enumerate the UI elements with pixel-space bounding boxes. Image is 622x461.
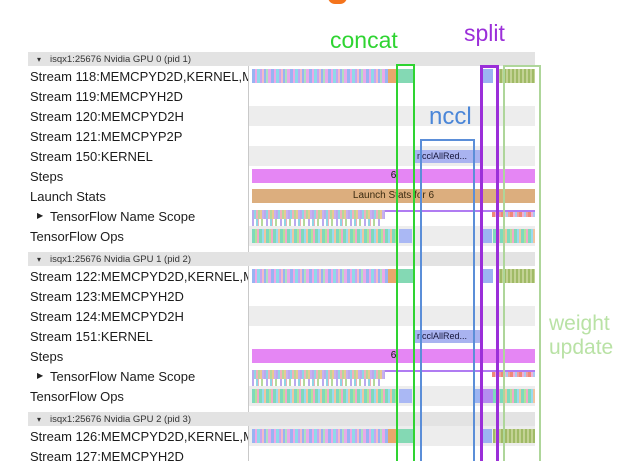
timeline-track bbox=[249, 86, 535, 106]
weight-update-annotation-line1: weight bbox=[549, 312, 610, 335]
concat-op-bar[interactable] bbox=[398, 269, 414, 283]
row-label: Stream 126:MEMCPYD2D,KERNEL,MI bbox=[30, 429, 248, 444]
weight-update-annotation-line2: update bbox=[549, 336, 614, 359]
process-group-title: isqx1:25676 Nvidia GPU 0 (pid 1) bbox=[50, 54, 191, 65]
name-scope-flame-bars[interactable] bbox=[492, 212, 535, 217]
row-label: TensorFlow Name Scope bbox=[50, 209, 196, 224]
steps-event-bar[interactable]: 6 bbox=[252, 169, 535, 183]
weight-update-bar[interactable] bbox=[496, 269, 535, 283]
row-label: Launch Stats bbox=[30, 189, 106, 204]
weight-update-annotation-label: weight update bbox=[549, 312, 613, 360]
table-row: TensorFlow Ops bbox=[0, 386, 622, 406]
memcpy-bar[interactable] bbox=[388, 69, 398, 83]
nccl-allreduce-event-bar[interactable]: ncclAllRed... bbox=[413, 330, 481, 343]
row-label: Stream 124:MEMCPYD2H bbox=[30, 309, 184, 324]
triangle-collapsed-icon[interactable]: ▶ bbox=[37, 211, 44, 220]
table-row: Stream 150:KERNEL ncclAllRed... bbox=[0, 146, 622, 166]
timeline-track bbox=[249, 446, 535, 461]
table-row: Stream 151:KERNEL ncclAllRed... bbox=[0, 326, 622, 346]
steps-event-bar[interactable]: 6 bbox=[252, 349, 535, 363]
triangle-expanded-icon[interactable]: ▾ bbox=[37, 55, 42, 64]
tf-ops-bar[interactable] bbox=[481, 229, 492, 243]
name-scope-flame-bars[interactable] bbox=[252, 379, 382, 386]
tf-ops-bar[interactable] bbox=[473, 389, 482, 403]
process-group-header-gpu1[interactable]: ▾ isqx1:25676 Nvidia GPU 1 (pid 2) bbox=[28, 252, 535, 266]
row-label: Stream 151:KERNEL bbox=[30, 329, 153, 344]
split-op-bar[interactable] bbox=[481, 429, 492, 443]
table-row: Stream 122:MEMCPYD2D,KERNEL,MI bbox=[0, 266, 622, 286]
timeline-track bbox=[249, 306, 535, 326]
row-label: Stream 123:MEMCPYH2D bbox=[30, 289, 184, 304]
tf-ops-bar[interactable] bbox=[399, 389, 412, 403]
row-label: Stream 127:MEMCPYH2D bbox=[30, 449, 184, 461]
row-label: Stream 150:KERNEL bbox=[30, 149, 153, 164]
cropped-orange-glyph bbox=[328, 0, 347, 4]
row-label: Steps bbox=[30, 349, 64, 364]
table-row: ▶ TensorFlow Name Scope bbox=[0, 206, 622, 226]
tf-ops-activity-bar[interactable] bbox=[252, 229, 397, 243]
table-row: Stream 118:MEMCPYD2D,KERNEL,ME bbox=[0, 66, 622, 86]
memcpy-bar[interactable] bbox=[388, 429, 398, 443]
name-scope-span-line bbox=[252, 370, 535, 372]
row-label: Steps bbox=[30, 169, 64, 184]
table-row: Steps 6 bbox=[0, 346, 622, 366]
tf-ops-bar[interactable] bbox=[482, 389, 493, 403]
table-row: Stream 121:MEMCPYP2P bbox=[0, 126, 622, 146]
table-row: Stream 123:MEMCPYH2D bbox=[0, 286, 622, 306]
kernel-activity-bar[interactable] bbox=[252, 269, 388, 283]
timeline-track bbox=[249, 106, 535, 126]
weight-update-bar[interactable] bbox=[496, 69, 535, 83]
launch-stats-event-bar[interactable]: Launch Stats for 6 bbox=[252, 189, 535, 203]
name-scope-span-line bbox=[252, 210, 535, 212]
row-label: Stream 118:MEMCPYD2D,KERNEL,ME bbox=[30, 69, 248, 84]
split-op-bar[interactable] bbox=[481, 69, 493, 83]
weight-update-region-box bbox=[503, 65, 541, 461]
kernel-activity-bar[interactable] bbox=[252, 69, 388, 83]
table-row: ▶ TensorFlow Name Scope bbox=[0, 366, 622, 386]
process-group-title: isqx1:25676 Nvidia GPU 2 (pid 3) bbox=[50, 414, 191, 425]
table-row: Stream 127:MEMCPYH2D bbox=[0, 446, 622, 461]
split-op-bar[interactable] bbox=[481, 269, 493, 283]
name-scope-flame-bars[interactable] bbox=[492, 372, 535, 377]
timeline-track bbox=[249, 286, 535, 306]
row-label: Stream 119:MEMCPYH2D bbox=[30, 89, 183, 104]
triangle-expanded-icon[interactable]: ▾ bbox=[37, 415, 42, 424]
table-row: Steps 6 bbox=[0, 166, 622, 186]
name-scope-flame-bars[interactable] bbox=[252, 370, 385, 379]
name-scope-flame-bars[interactable] bbox=[252, 219, 382, 226]
name-scope-flame-bars[interactable] bbox=[252, 210, 385, 219]
table-row: Stream 119:MEMCPYH2D bbox=[0, 86, 622, 106]
row-label: TensorFlow Ops bbox=[30, 389, 124, 404]
triangle-collapsed-icon[interactable]: ▶ bbox=[37, 371, 44, 380]
row-label: Stream 122:MEMCPYD2D,KERNEL,MI bbox=[30, 269, 248, 284]
table-row: Stream 120:MEMCPYD2H bbox=[0, 106, 622, 126]
tf-ops-bar[interactable] bbox=[399, 229, 412, 243]
concat-op-bar[interactable] bbox=[398, 69, 414, 83]
process-group-header-gpu2[interactable]: ▾ isqx1:25676 Nvidia GPU 2 (pid 3) bbox=[28, 412, 535, 426]
memcpy-bar[interactable] bbox=[388, 269, 398, 283]
kernel-activity-bar[interactable] bbox=[252, 429, 388, 443]
triangle-expanded-icon[interactable]: ▾ bbox=[37, 255, 42, 264]
table-row: Launch Stats Launch Stats for 6 bbox=[0, 186, 622, 206]
table-row: TensorFlow Ops bbox=[0, 226, 622, 246]
tf-ops-activity-bar[interactable] bbox=[252, 389, 397, 403]
split-region-box bbox=[480, 65, 499, 461]
table-row: Stream 124:MEMCPYD2H bbox=[0, 306, 622, 326]
nccl-annotation-label: nccl bbox=[429, 103, 472, 130]
process-group-title: isqx1:25676 Nvidia GPU 1 (pid 2) bbox=[50, 254, 191, 265]
concat-annotation-label: concat bbox=[330, 27, 398, 53]
concat-op-bar[interactable] bbox=[398, 429, 413, 443]
nccl-allreduce-event-bar[interactable]: ncclAllRed... bbox=[413, 150, 481, 163]
process-group-header-gpu0[interactable]: ▾ isqx1:25676 Nvidia GPU 0 (pid 1) bbox=[28, 52, 535, 66]
split-annotation-label: split bbox=[464, 20, 505, 46]
concat-region-box bbox=[396, 64, 415, 461]
row-label: Stream 120:MEMCPYD2H bbox=[30, 109, 184, 124]
timeline-track bbox=[249, 126, 535, 146]
row-label: TensorFlow Name Scope bbox=[50, 369, 196, 384]
row-label: TensorFlow Ops bbox=[30, 229, 124, 244]
nccl-region-box bbox=[420, 139, 475, 461]
row-label: Stream 121:MEMCPYP2P bbox=[30, 129, 183, 144]
